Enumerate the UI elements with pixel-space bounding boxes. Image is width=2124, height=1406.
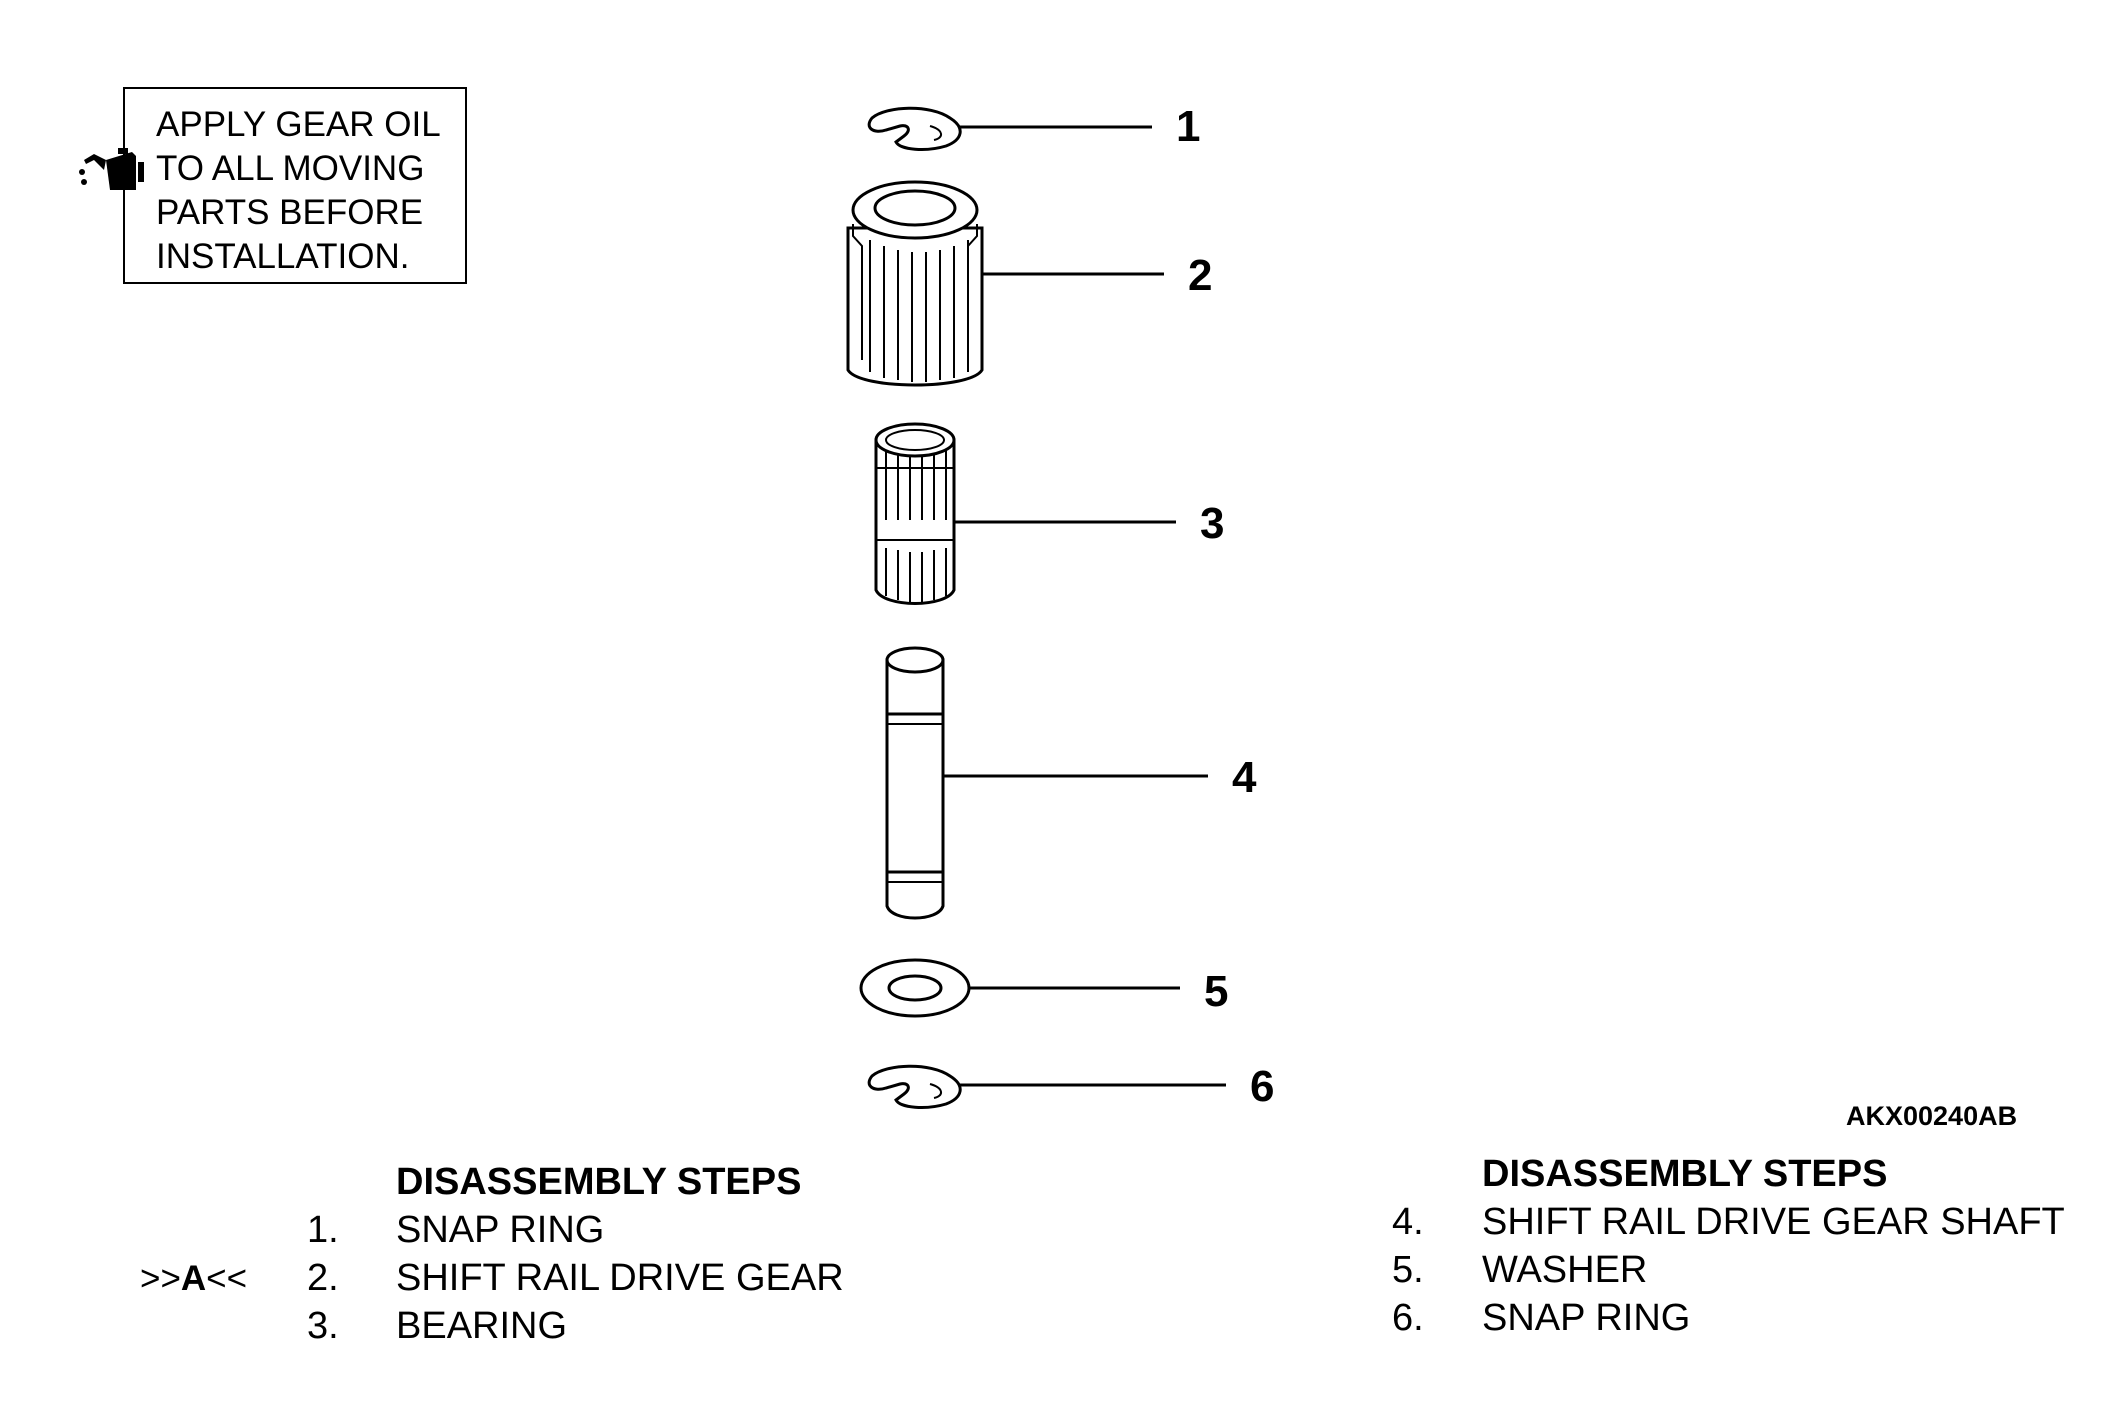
part-1-snap-ring: 1 [867, 102, 1200, 151]
steps-left-heading: DISASSEMBLY STEPS [396, 1161, 801, 1203]
callout-6: 6 [1250, 1062, 1274, 1111]
figure-code: AKX00240AB [1846, 1101, 2017, 1131]
steps-right-heading: DISASSEMBLY STEPS [1482, 1153, 1887, 1195]
part-3-bearing: 3 [874, 422, 1224, 605]
note-line-1: APPLY GEAR OIL [156, 105, 441, 144]
callout-2: 2 [1188, 251, 1212, 300]
note-line-4: INSTALLATION. [156, 237, 409, 276]
callout-4: 4 [1232, 753, 1257, 802]
note-box [123, 87, 467, 284]
step-1-number: 1. [307, 1209, 339, 1251]
step-3-number: 3. [307, 1305, 339, 1347]
part-4-shift-rail-drive-gear-shaft: 4 [885, 646, 1257, 920]
callout-1: 1 [1176, 102, 1200, 151]
step-5-label: WASHER [1482, 1249, 1647, 1291]
step-2-marker: >>A<< [140, 1259, 247, 1298]
steps-left: DISASSEMBLY STEPS 1. SNAP RING >>A<< 2. … [140, 1161, 844, 1347]
step-2-label: SHIFT RAIL DRIVE GEAR [396, 1257, 844, 1299]
step-3-label: BEARING [396, 1305, 567, 1347]
step-6-number: 6. [1392, 1297, 1424, 1339]
part-2-shift-rail-drive-gear: 2 [846, 180, 1212, 387]
callout-5: 5 [1204, 967, 1228, 1016]
note-line-3: PARTS BEFORE [156, 193, 423, 232]
callout-3: 3 [1200, 499, 1224, 548]
part-6-snap-ring: 6 [867, 1062, 1274, 1111]
note-line-2: TO ALL MOVING [156, 149, 424, 188]
step-6-label: SNAP RING [1482, 1297, 1690, 1339]
gear-oil-note: APPLY GEAR OIL TO ALL MOVING PARTS BEFOR… [79, 87, 467, 284]
step-1-label: SNAP RING [396, 1209, 604, 1251]
step-4-number: 4. [1392, 1201, 1424, 1243]
steps-right: DISASSEMBLY STEPS 4. SHIFT RAIL DRIVE GE… [1392, 1153, 2065, 1339]
step-5-number: 5. [1392, 1249, 1424, 1291]
oil-can-icon [79, 148, 144, 190]
step-4-label: SHIFT RAIL DRIVE GEAR SHAFT [1482, 1201, 2065, 1243]
step-2-number: 2. [307, 1257, 339, 1299]
part-5-washer: 5 [859, 958, 1228, 1018]
